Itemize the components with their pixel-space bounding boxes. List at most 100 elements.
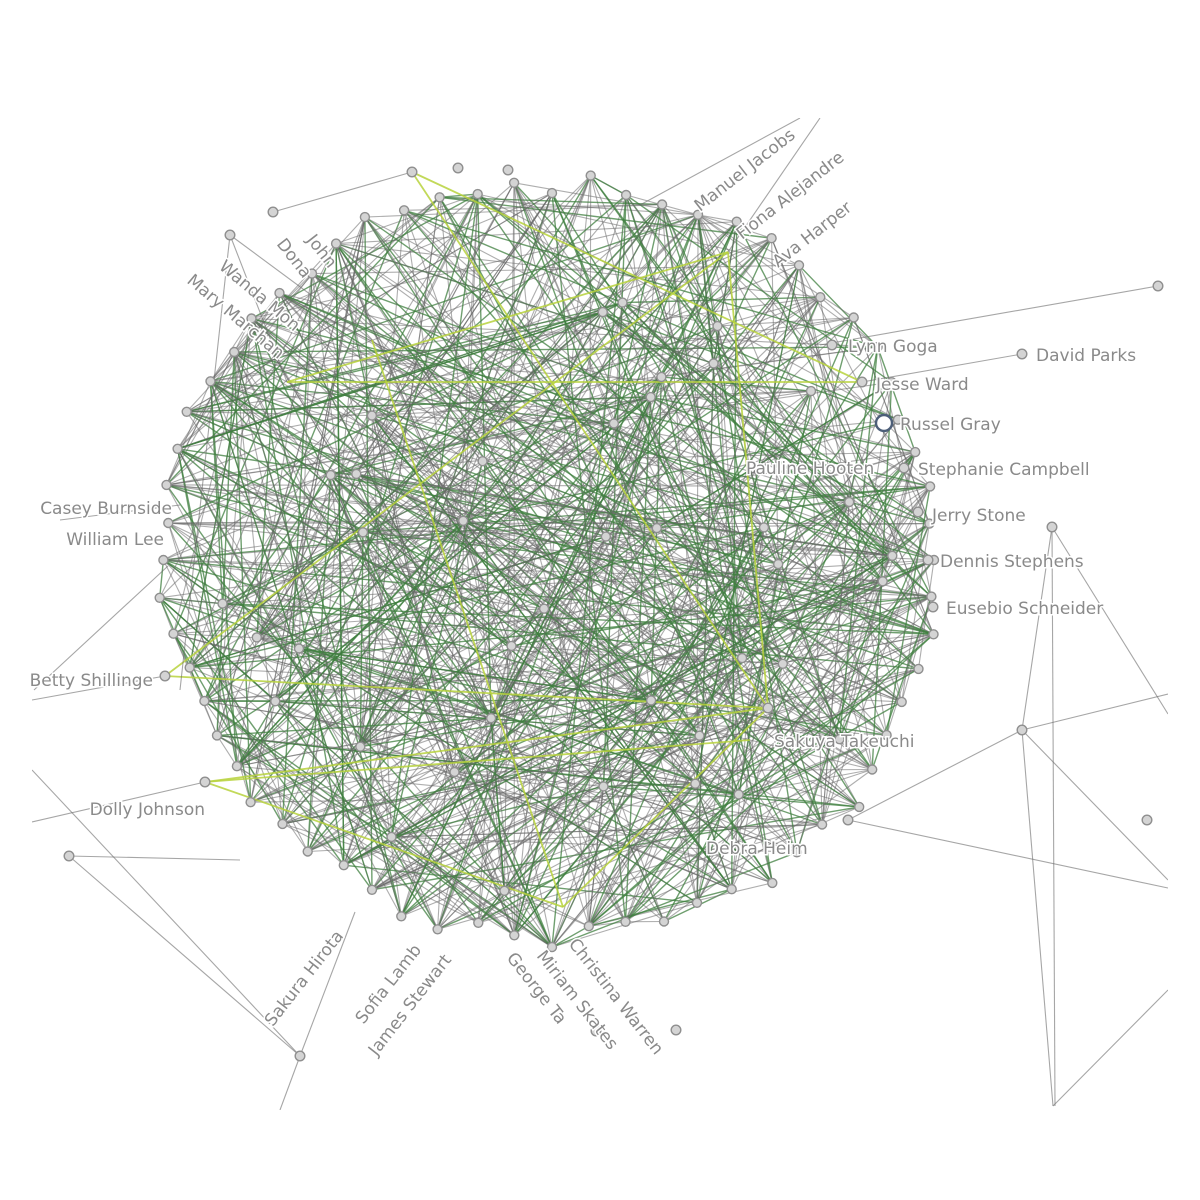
graph-node[interactable] bbox=[733, 789, 744, 800]
node-label-pauline-hooten[interactable]: Pauline Hooten bbox=[745, 458, 876, 481]
graph-node[interactable] bbox=[826, 339, 838, 351]
graph-node[interactable] bbox=[583, 921, 594, 932]
graph-node[interactable] bbox=[351, 468, 362, 480]
graph-node[interactable] bbox=[597, 306, 608, 318]
graph-node[interactable] bbox=[928, 629, 939, 640]
node-label-betty-shillinge[interactable]: Betty Shillinge bbox=[28, 670, 154, 693]
graph-node[interactable] bbox=[791, 847, 803, 858]
graph-node[interactable] bbox=[270, 696, 281, 707]
graph-node[interactable] bbox=[608, 418, 620, 429]
graph-node[interactable] bbox=[509, 930, 520, 941]
graph-node[interactable] bbox=[867, 764, 878, 775]
graph-node[interactable] bbox=[777, 658, 788, 669]
graph-node[interactable] bbox=[546, 941, 558, 953]
graph-node[interactable] bbox=[708, 358, 719, 369]
graph-node[interactable] bbox=[338, 860, 349, 871]
graph-node[interactable] bbox=[1152, 280, 1164, 292]
graph-node[interactable] bbox=[159, 670, 171, 682]
graph-node[interactable] bbox=[181, 406, 192, 417]
graph-node[interactable] bbox=[502, 164, 514, 176]
graph-node[interactable] bbox=[815, 292, 826, 303]
graph-node[interactable] bbox=[590, 1025, 602, 1037]
graph-node[interactable] bbox=[538, 603, 550, 614]
graph-node[interactable] bbox=[645, 391, 656, 403]
graph-node[interactable] bbox=[927, 601, 939, 613]
graph-node[interactable] bbox=[854, 801, 865, 813]
graph-node[interactable] bbox=[842, 814, 854, 826]
graph-node[interactable] bbox=[63, 850, 75, 862]
node-label-lynn-goga[interactable]: Lynn Goga bbox=[847, 336, 940, 359]
graph-node[interactable] bbox=[658, 916, 670, 927]
graph-node[interactable] bbox=[168, 628, 179, 639]
graph-node[interactable] bbox=[274, 287, 285, 299]
graph-node[interactable] bbox=[217, 598, 228, 609]
graph-node[interactable] bbox=[245, 797, 256, 808]
graph-node[interactable] bbox=[910, 446, 921, 458]
graph-node[interactable] bbox=[267, 206, 279, 218]
graph-node[interactable] bbox=[199, 776, 211, 788]
graph-node[interactable] bbox=[598, 781, 609, 792]
graph-node[interactable] bbox=[924, 481, 936, 492]
graph-node[interactable] bbox=[805, 385, 817, 397]
graph-node[interactable] bbox=[163, 517, 174, 529]
graph-node[interactable] bbox=[154, 592, 165, 603]
graph-node[interactable] bbox=[692, 209, 704, 221]
graph-node[interactable] bbox=[645, 695, 657, 706]
graph-node[interactable] bbox=[246, 313, 257, 324]
graph-node[interactable] bbox=[924, 518, 935, 529]
graph-node[interactable] bbox=[449, 766, 460, 778]
graph-node[interactable] bbox=[199, 695, 210, 707]
graph-node[interactable] bbox=[773, 558, 784, 570]
graph-node[interactable] bbox=[406, 166, 418, 178]
node-label-debra-heim[interactable]: Debra Heim bbox=[705, 838, 810, 861]
graph-node[interactable] bbox=[620, 916, 631, 927]
graph-node[interactable] bbox=[848, 312, 859, 323]
graph-node[interactable] bbox=[293, 643, 305, 654]
graph-node[interactable] bbox=[726, 884, 737, 895]
graph-node[interactable] bbox=[896, 696, 907, 708]
node-label-eusebio-schneider[interactable]: Eusebio Schneider bbox=[945, 598, 1105, 621]
graph-node[interactable] bbox=[1016, 348, 1028, 360]
graph-node[interactable] bbox=[694, 730, 705, 741]
graph-node[interactable] bbox=[656, 199, 668, 210]
node-label-stephanie-campbell[interactable]: Stephanie Campbell bbox=[917, 459, 1092, 482]
graph-node[interactable] bbox=[585, 170, 596, 181]
graph-node[interactable] bbox=[1046, 521, 1058, 533]
graph-node[interactable] bbox=[477, 456, 488, 467]
graph-node[interactable] bbox=[211, 730, 223, 741]
graph-node[interactable] bbox=[651, 522, 662, 534]
graph-node[interactable] bbox=[508, 177, 520, 189]
graph-node[interactable] bbox=[546, 187, 558, 199]
graph-node[interactable] bbox=[736, 652, 748, 664]
graph-node[interactable] bbox=[434, 192, 445, 203]
node-label-russel-gray[interactable]: Russel Gray bbox=[899, 414, 1003, 437]
graph-node[interactable] bbox=[881, 729, 892, 741]
graph-node[interactable] bbox=[758, 522, 770, 533]
node-label-casey-burnside[interactable]: Casey Burnside bbox=[39, 498, 174, 521]
graph-node[interactable] bbox=[386, 831, 397, 843]
graph-node[interactable] bbox=[330, 238, 342, 249]
graph-node[interactable] bbox=[620, 189, 632, 201]
graph-node[interactable] bbox=[205, 376, 216, 387]
graph-node[interactable] bbox=[302, 846, 313, 857]
graph-node[interactable] bbox=[231, 761, 243, 772]
node-label-dennis-stephens[interactable]: Dennis Stephens bbox=[939, 551, 1086, 574]
graph-node[interactable] bbox=[762, 702, 774, 714]
graph-node[interactable] bbox=[844, 496, 855, 508]
graph-node[interactable] bbox=[886, 377, 897, 388]
graph-node[interactable] bbox=[432, 924, 443, 935]
graph-node[interactable] bbox=[485, 713, 497, 724]
graph-node[interactable] bbox=[355, 741, 366, 752]
graph-node[interactable] bbox=[277, 818, 288, 830]
graph-node[interactable] bbox=[452, 162, 464, 174]
graph-node[interactable] bbox=[228, 346, 240, 358]
graph-node[interactable] bbox=[912, 506, 924, 518]
graph-node[interactable] bbox=[816, 819, 828, 830]
graph-node[interactable] bbox=[656, 371, 667, 383]
graph-node[interactable] bbox=[158, 554, 169, 566]
graph-node[interactable] bbox=[458, 515, 469, 526]
graph-node[interactable] bbox=[926, 591, 937, 602]
graph-node[interactable] bbox=[306, 268, 318, 279]
graph-node[interactable] bbox=[224, 229, 236, 241]
